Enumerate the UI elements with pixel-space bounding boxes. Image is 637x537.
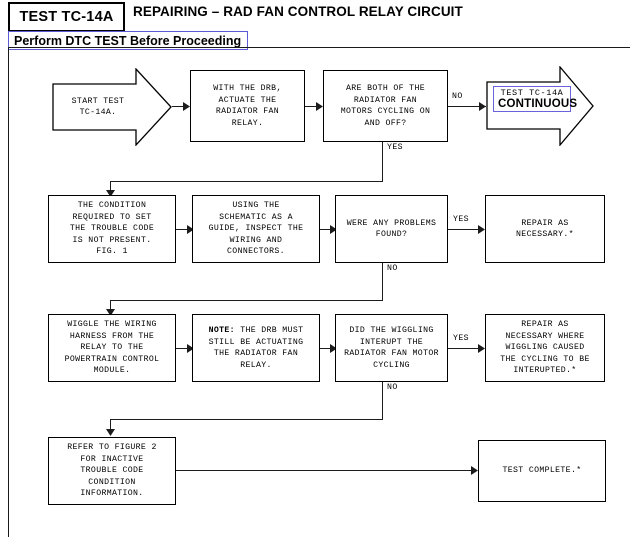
dtc-notice-box[interactable]: Perform DTC TEST Before Proceeding — [8, 31, 248, 50]
node-interrupt-question: DID THE WIGGLING INTERUPT THE RADIATOR F… — [335, 314, 449, 383]
node-interrupt-question-label: DID THE WIGGLING INTERUPT THE RADIATOR F… — [344, 326, 439, 370]
frame-left-rule — [8, 47, 9, 537]
node-repair-necessary-label: REPAIR AS NECESSARY.* — [516, 218, 574, 240]
edge-label-no-2: NO — [387, 264, 398, 273]
node-note-drb: NOTE: THE DRB MUST STILL BE ACTUATING TH… — [192, 314, 321, 383]
node-wiggle-harness-label: WIGGLE THE WIRING HARNESS FROM THE RELAY… — [64, 320, 160, 376]
edge-wiggle-to-note — [176, 348, 190, 349]
header-test-id-box: TEST TC-14A — [8, 2, 125, 32]
arrowhead-schematic-to-problems — [330, 225, 337, 234]
arrowhead-problems-yes — [478, 225, 485, 234]
edge-interrupt-no-horizontal — [110, 419, 383, 420]
edge-problems-yes — [448, 229, 483, 230]
node-cycling-question-label: ARE BOTH OF THE RADIATOR FAN MOTORS CYCL… — [340, 84, 431, 128]
arrowhead-start-to-actuate — [183, 102, 190, 111]
edge-label-yes-2: YES — [453, 215, 469, 224]
edge-cycling-yes-vertical — [382, 142, 384, 182]
edge-problems-no-vertical — [382, 263, 384, 301]
edge-label-yes-3: YES — [453, 334, 469, 343]
node-inspect-schematic: USING THE SCHEMATIC AS A GUIDE, INSPECT … — [192, 195, 321, 264]
node-inspect-schematic-label: USING THE SCHEMATIC AS A GUIDE, INSPECT … — [208, 201, 304, 257]
edge-interrupt-no-drop — [110, 419, 112, 433]
arrowhead-cycling-yes — [106, 190, 115, 197]
node-start-test: START TEST TC-14A. — [52, 68, 172, 146]
header-test-id-label: TEST TC-14A — [19, 9, 114, 25]
edge-schematic-to-problems — [320, 229, 333, 230]
link-line-2: CONTINUOUS — [498, 98, 578, 110]
node-refer-figure-2: REFER TO FIGURE 2 FOR INACTIVE TROUBLE C… — [48, 437, 177, 506]
arrowhead-cycling-no — [479, 102, 486, 111]
arrow-shape-start — [52, 68, 172, 146]
edge-cycling-yes-drop — [110, 181, 112, 194]
link-test-tc14a-continuous[interactable]: TEST TC-14A CONTINUOUS — [493, 86, 578, 112]
node-condition-not-present-label: THE CONDITION REQUIRED TO SET THE TROUBL… — [69, 201, 155, 257]
edge-label-yes-1: YES — [387, 143, 403, 152]
arrowhead-interrupt-yes — [478, 344, 485, 353]
node-repair-wiggling-label: REPAIR AS NECESSARY WHERE WIGGLING CAUSE… — [500, 320, 590, 376]
edge-actuate-to-cycling — [305, 106, 319, 107]
node-note-bold-label: NOTE: — [208, 326, 235, 335]
arrowhead-interrupt-no — [106, 429, 115, 436]
edge-cycling-no — [448, 106, 486, 107]
arrowhead-actuate-to-cycling — [316, 102, 323, 111]
node-cycling-question: ARE BOTH OF THE RADIATOR FAN MOTORS CYCL… — [323, 70, 449, 143]
edge-refer-to-complete — [176, 470, 475, 471]
edge-cycling-yes-horizontal — [110, 181, 383, 182]
node-start-test-label: START TEST TC-14A. — [71, 96, 125, 118]
arrowhead-condition-to-schematic — [187, 225, 194, 234]
node-actuate-relay-label: WITH THE DRB, ACTUATE THE RADIATOR FAN R… — [213, 84, 282, 128]
arrowhead-note-to-interrupt — [330, 344, 337, 353]
node-repair-wiggling: REPAIR AS NECESSARY WHERE WIGGLING CAUSE… — [485, 314, 606, 383]
dtc-notice-label: Perform DTC TEST Before Proceeding — [14, 33, 242, 48]
edge-condition-to-schematic — [176, 229, 190, 230]
edge-note-to-interrupt — [320, 348, 333, 349]
page-title: REPAIRING – RAD FAN CONTROL RELAY CIRCUI… — [133, 4, 463, 19]
edge-label-no-1: NO — [452, 92, 463, 101]
arrowhead-problems-no — [106, 309, 115, 316]
node-repair-necessary: REPAIR AS NECESSARY.* — [485, 195, 606, 264]
node-problems-question: WERE ANY PROBLEMS FOUND? — [335, 195, 449, 264]
arrowhead-wiggle-to-note — [187, 344, 194, 353]
edge-start-to-actuate — [172, 106, 186, 107]
link-line-1: TEST TC-14A — [500, 88, 564, 98]
node-refer-figure-2-label: REFER TO FIGURE 2 FOR INACTIVE TROUBLE C… — [67, 443, 157, 499]
edge-interrupt-yes — [448, 348, 483, 349]
node-note-rest-label: THE DRB MUST STILL BE ACTUATING THE RADI… — [208, 326, 304, 370]
edge-interrupt-no-vertical — [382, 382, 384, 420]
node-problems-question-label: WERE ANY PROBLEMS FOUND? — [346, 218, 437, 240]
frame-top-rule — [8, 47, 630, 48]
node-wiggle-harness: WIGGLE THE WIRING HARNESS FROM THE RELAY… — [48, 314, 177, 383]
node-actuate-relay: WITH THE DRB, ACTUATE THE RADIATOR FAN R… — [190, 70, 306, 143]
edge-problems-no-drop — [110, 300, 112, 313]
node-test-complete-label: TEST COMPLETE.* — [502, 466, 582, 476]
node-test-complete: TEST COMPLETE.* — [478, 440, 607, 503]
edge-label-no-3: NO — [387, 383, 398, 392]
arrowhead-refer-to-complete — [471, 466, 478, 475]
node-condition-not-present: THE CONDITION REQUIRED TO SET THE TROUBL… — [48, 195, 177, 264]
edge-problems-no-horizontal — [110, 300, 383, 301]
